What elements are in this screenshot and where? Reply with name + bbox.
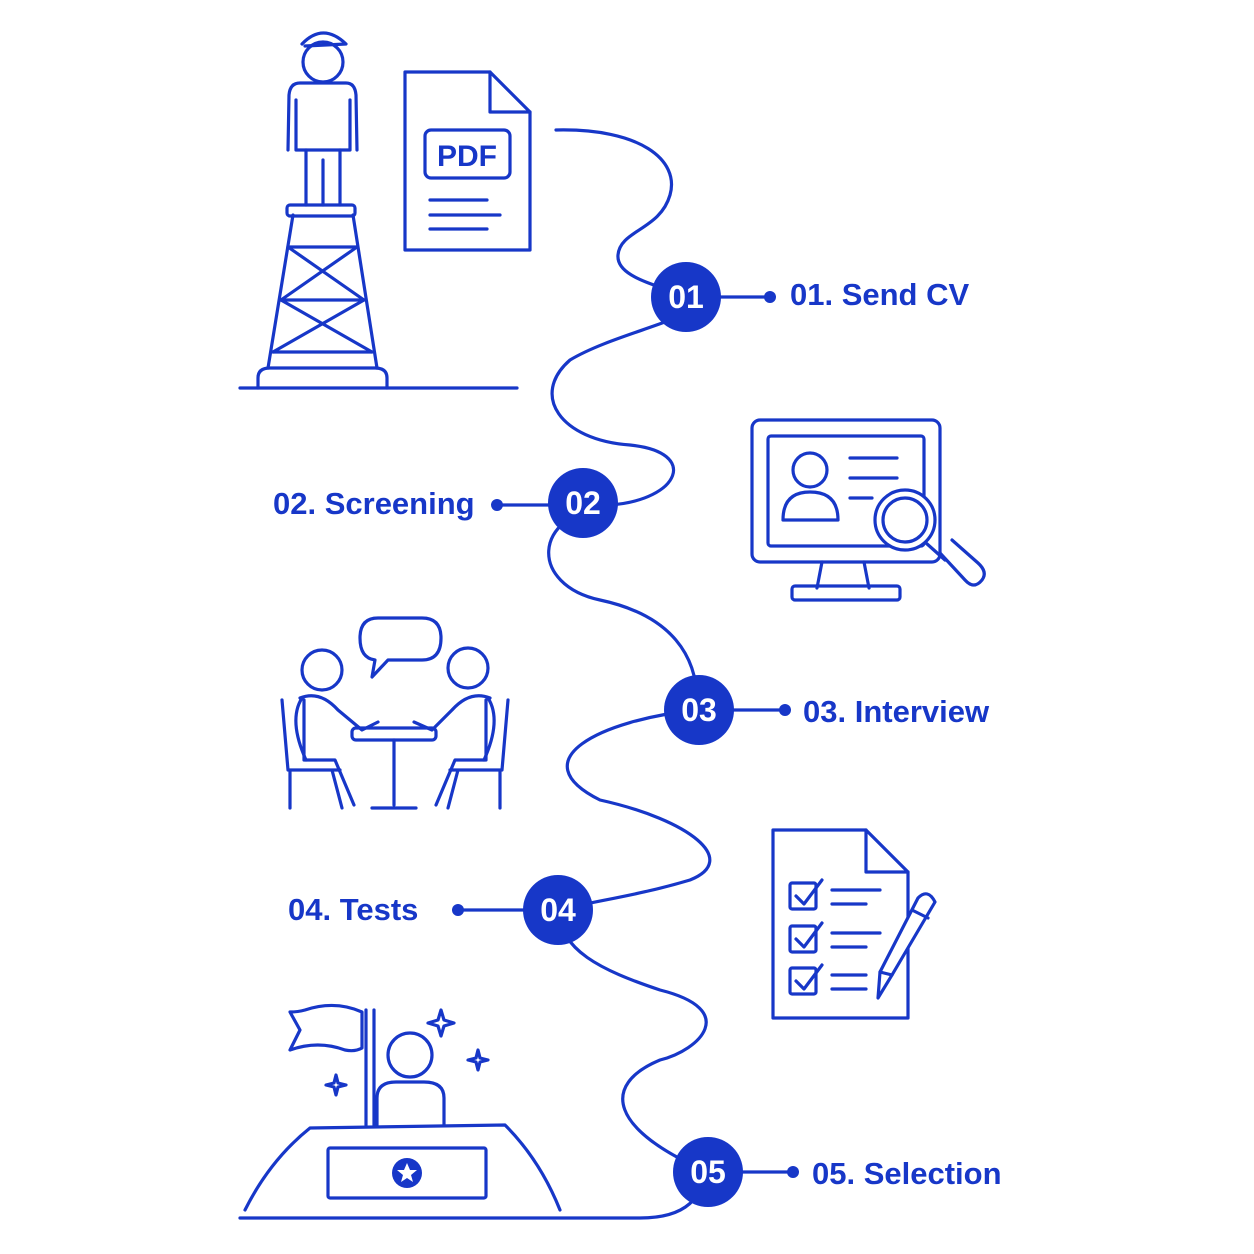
process-path xyxy=(238,128,712,1220)
person-on-podium-with-flag-icon xyxy=(243,1003,562,1212)
step-05-label: 05. Selection xyxy=(812,1156,1002,1191)
step-01-label: 01. Send CV xyxy=(790,277,969,312)
step-01-badge xyxy=(651,262,721,332)
step-01-number: 01 xyxy=(668,279,704,315)
step-04-label: 04. Tests xyxy=(288,892,418,927)
step-04-number: 04 xyxy=(540,892,576,928)
step-01: 01 01. Send CV xyxy=(651,262,969,332)
step-05: 05 05. Selection xyxy=(673,1137,1002,1207)
step-04: 04 04. Tests xyxy=(288,875,593,945)
step-05-number: 05 xyxy=(690,1154,726,1190)
step-03-badge xyxy=(664,675,734,745)
step-05-badge xyxy=(673,1137,743,1207)
monitor-profile-magnifier-icon xyxy=(750,418,986,602)
step-02-number: 02 xyxy=(565,485,601,521)
step-03-number: 03 xyxy=(681,692,717,728)
step-02-badge xyxy=(548,468,618,538)
person-on-tower-with-pdf-icon: PDF xyxy=(238,31,532,390)
step-04-badge xyxy=(523,875,593,945)
step-02: 02 02. Screening xyxy=(273,468,618,538)
step-02-label: 02. Screening xyxy=(273,486,475,521)
pdf-label: PDF xyxy=(437,140,497,173)
step-03: 03 03. Interview xyxy=(664,675,990,745)
step-03-label: 03. Interview xyxy=(803,694,990,729)
checklist-document-pencil-icon xyxy=(771,828,937,1020)
two-people-table-speech-bubble-icon xyxy=(280,616,510,810)
